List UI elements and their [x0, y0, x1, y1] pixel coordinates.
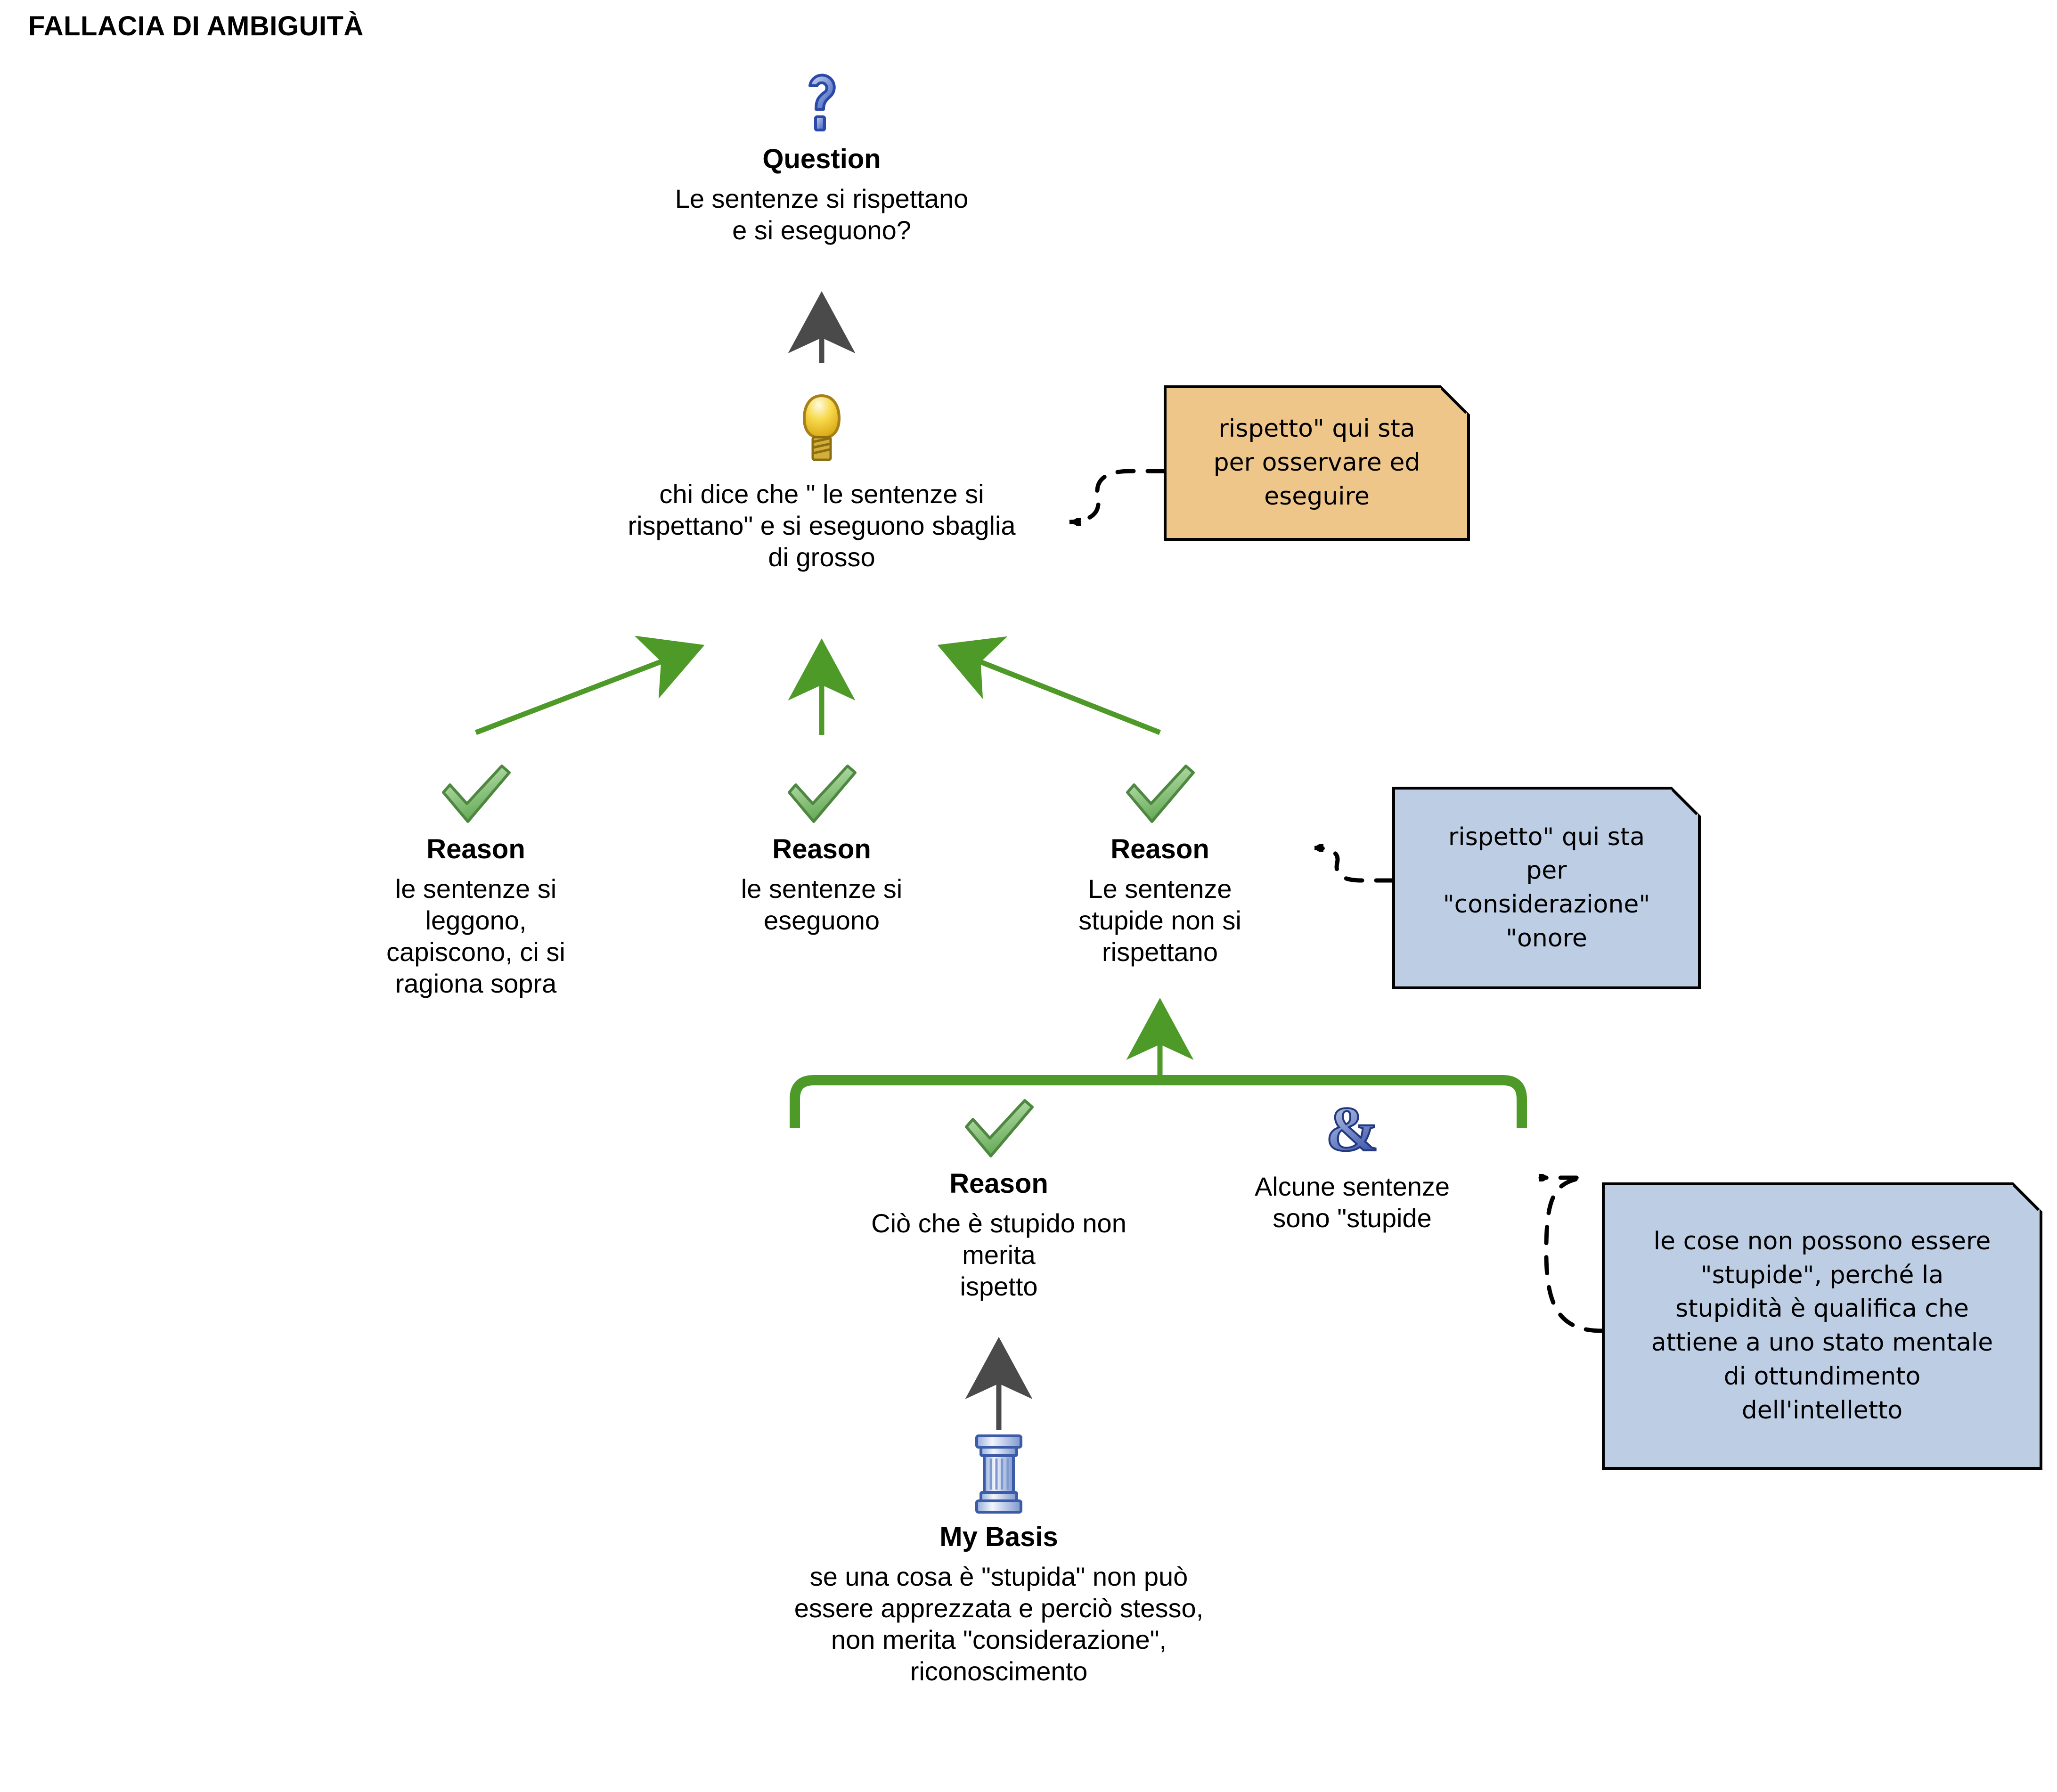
note-blue-large[interactable]: le cose non possono essere "stupide", pe… [1602, 1182, 2042, 1470]
note-fold-line [1441, 385, 1470, 415]
node-text: chi dice che " le sentenze si rispettano… [628, 479, 1016, 572]
node-reason-1[interactable]: Reason le sentenze si leggono, capiscono… [320, 763, 631, 999]
connector-blue-note-large [1538, 1178, 1604, 1333]
green-check-icon [666, 763, 977, 829]
note-text: rispetto" qui sta per osservare ed esegu… [1213, 415, 1420, 511]
node-type-label: Reason [949, 1168, 1048, 1199]
node-text: Alcune sentenze sono "stupide [1254, 1172, 1450, 1233]
node-text: Ciò che è stupido non merita ispetto [871, 1208, 1126, 1302]
node-type-label: Reason [772, 834, 871, 864]
page-title: FALLACIA DI AMBIGUITÀ [28, 11, 364, 41]
node-copremise[interactable]: & Alcune sentenze sono "stupide [1206, 1093, 1498, 1234]
node-reason-2[interactable]: Reason le sentenze si eseguono [666, 763, 977, 936]
connector-blue-note-small [1314, 848, 1395, 883]
node-text: se una cosa è "stupida" non può essere a… [794, 1561, 1204, 1686]
lightbulb-icon [563, 391, 1081, 473]
note-fold-line [2013, 1182, 2042, 1212]
node-text: Le sentenze si rispettano e si eseguono? [675, 183, 969, 245]
green-check-icon [1004, 763, 1315, 829]
question-mark-icon [586, 66, 1057, 139]
note-orange[interactable]: rispetto" qui sta per osservare ed esegu… [1164, 385, 1470, 541]
node-type-label: Reason [1110, 834, 1209, 864]
connector-orange-note [1069, 469, 1166, 522]
green-check-icon [320, 763, 631, 829]
svg-text:&: & [1326, 1098, 1379, 1164]
edge-reason3-to-claim [937, 636, 1161, 735]
node-text: le sentenze si eseguono [741, 873, 903, 935]
ampersand-icon: & [1206, 1093, 1498, 1166]
note-blue-small[interactable]: rispetto" qui sta per "considerazione" "… [1392, 787, 1701, 989]
green-check-icon [829, 1098, 1168, 1164]
node-claim[interactable]: chi dice che " le sentenze si rispettano… [563, 391, 1081, 573]
note-text: rispetto" qui sta per "considerazione" "… [1443, 823, 1650, 953]
node-my-basis[interactable]: My Basis se una cosa è "stupida" non può… [716, 1432, 1282, 1687]
node-text: Le sentenze stupide non si rispettano [1078, 873, 1241, 967]
node-text: le sentenze si leggono, capiscono, ci si… [386, 873, 565, 999]
node-question[interactable]: Question Le sentenze si rispettano e si … [586, 66, 1057, 246]
pillar-icon [716, 1432, 1282, 1517]
node-reason-3[interactable]: Reason Le sentenze stupide non si rispet… [1004, 763, 1315, 968]
node-type-label: Question [762, 144, 881, 174]
node-reason-4[interactable]: Reason Ciò che è stupido non merita ispe… [829, 1098, 1168, 1302]
edge-reason1-to-claim [475, 635, 705, 735]
note-text: le cose non possono essere "stupide", pe… [1651, 1227, 1993, 1425]
note-fold-line [1672, 787, 1701, 816]
node-type-label: My Basis [939, 1522, 1058, 1552]
node-type-label: Reason [426, 834, 525, 864]
